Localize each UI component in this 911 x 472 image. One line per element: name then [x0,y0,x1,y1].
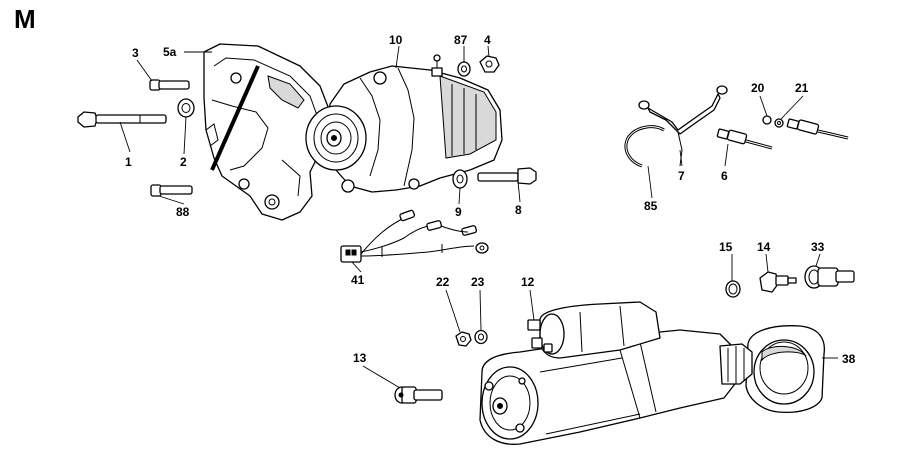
small-nut-20 [762,115,784,128]
nut-4 [479,55,500,73]
wiring-harness [340,209,489,263]
glow-plug [716,128,773,150]
flange-plate [745,325,826,414]
callout-15: 15 [719,240,733,254]
glow-plug-2 [786,118,849,140]
sheet-letter: M [14,4,36,34]
small-bolt-upper [149,79,190,91]
callout-38-label: 38 [842,352,856,366]
adapter-sleeve [804,265,855,289]
callout-3: 3 [132,46,139,60]
callout-22: 22 [436,275,450,289]
callout-20: 20 [751,81,765,95]
callout-14: 14 [757,240,771,254]
washer-87 [457,61,471,77]
callout-13: 13 [353,351,367,365]
washer-23 [474,329,488,345]
small-bolt-lower [150,184,193,197]
alternator [305,54,503,193]
washer-9 [452,169,468,189]
callout-88: 88 [176,205,190,219]
callout-6-label: 6 [721,169,728,183]
ground-cable [638,85,728,167]
callout-7-label: 7 [678,169,685,183]
callout-21: 21 [795,81,809,95]
callout-4: 4 [484,33,491,47]
callout-8: 8 [515,203,522,217]
alternator-bracket [203,43,331,221]
bolt-13 [394,386,443,404]
callout-9: 9 [455,205,462,219]
leader-lines [119,45,838,389]
callout-10: 10 [389,33,403,47]
callout-87: 87 [454,33,468,47]
long-bolt [77,111,167,128]
callout-labels: 3 5a 1 2 88 10 87 4 9 8 41 6 7 85 6 6 20… [125,33,856,366]
callout-2: 2 [180,155,187,169]
callout-5a: 5a [163,45,177,59]
callout-23: 23 [471,275,485,289]
bolt-8 [477,167,537,185]
callout-41: 41 [351,273,365,287]
callout-33: 33 [811,240,825,254]
nut-22 [455,331,472,347]
snap-ring [624,125,665,168]
callout-12: 12 [521,275,535,289]
spacer-ring [177,98,195,118]
callout-1: 1 [125,155,132,169]
o-ring [725,280,741,298]
callout-85: 85 [644,199,658,213]
temperature-sensor [759,271,797,293]
starter-motor [479,301,753,445]
